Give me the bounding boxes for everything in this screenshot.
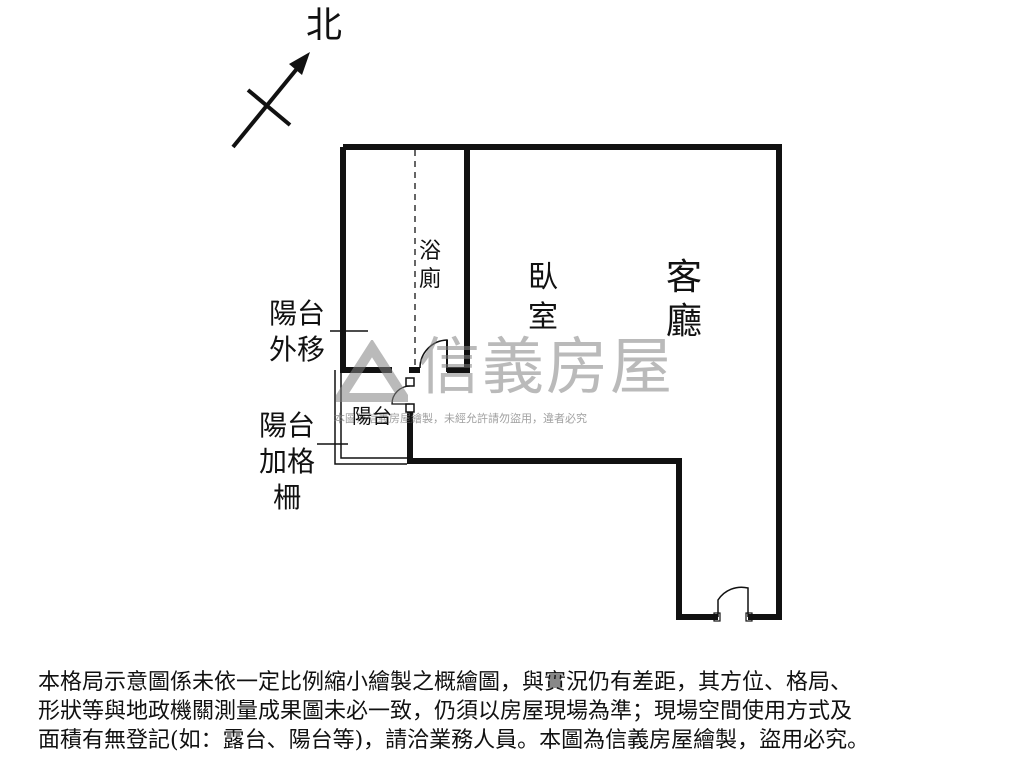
entrance-door: [713, 586, 753, 622]
west-wall: [340, 147, 392, 373]
watermark-brand: 信義房屋: [418, 330, 675, 403]
bathroom-wall: [447, 147, 470, 373]
balcony-moved-out-label: 陽台外移: [268, 297, 325, 366]
balcony-grille-label: 陽台加格柵: [258, 409, 315, 514]
compass-label: 北: [306, 5, 343, 46]
living-room-label: 客廳: [665, 257, 702, 342]
bathroom-door: [409, 339, 448, 373]
bedroom-label: 臥室: [528, 260, 558, 335]
exterior-wall: [343, 144, 782, 620]
disclaimer-line: 本格局示意圖係未依一定比例縮小繪製之概繪圖，與實況仍有差距，其方位、格局、: [38, 670, 853, 695]
disclaimer-line: 面積有無登記(如：露台、陽台等)，請洽業務人員。本圖為信義房屋繪製，盜用必究。: [38, 728, 870, 753]
brand-logo-icon: [336, 340, 408, 402]
bathroom-label: 浴廁: [418, 239, 441, 292]
disclaimer-line: 形狀等與地政機關測量成果圖未必一致，仍須以房屋現場為準；現場空間使用方式及: [38, 699, 853, 724]
balcony-label: 陽台: [352, 404, 392, 428]
disclaimer-text: 本格局示意圖係未依一定比例縮小繪製之概繪圖，與實況仍有差距，其方位、格局、 形狀…: [38, 668, 988, 755]
north-arrow-icon: [231, 52, 310, 149]
watermark-notice: 本圖為信義房屋繪製，未經允許請勿盜用，違者必究: [334, 412, 587, 425]
